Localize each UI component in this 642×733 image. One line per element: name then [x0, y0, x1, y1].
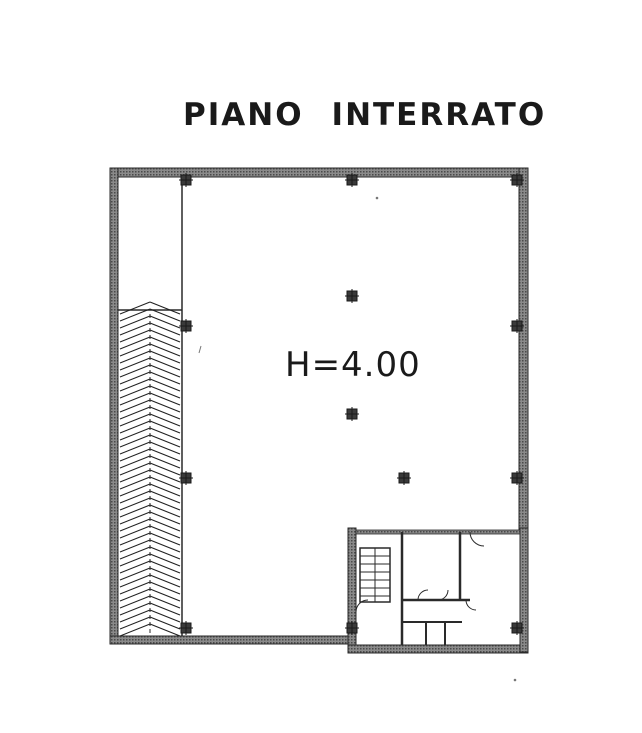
column-marker [510, 621, 524, 635]
stray-marks [198, 196, 517, 682]
ramp-strip [118, 177, 183, 636]
column-marker [510, 173, 524, 187]
floor-plan-title: PIANO INTERRATO [183, 100, 546, 131]
column-marker [179, 319, 193, 333]
column-marker [345, 289, 359, 303]
column-marker [179, 621, 193, 635]
column-marker [510, 319, 524, 333]
title-word-piano: PIANO [183, 97, 304, 133]
outer-walls [109, 167, 529, 654]
column-marker [179, 173, 193, 187]
column-marker [179, 471, 193, 485]
service-block [355, 529, 521, 645]
column-marker [510, 471, 524, 485]
column-marker [345, 621, 359, 635]
column-marker [397, 471, 411, 485]
room-height-label: H=4.00 [285, 345, 421, 385]
column-marker [345, 407, 359, 421]
ramp-herringbone-hatch [119, 301, 181, 637]
structural-columns [179, 173, 524, 635]
column-marker [345, 173, 359, 187]
title-word-interrato: INTERRATO [331, 97, 547, 133]
